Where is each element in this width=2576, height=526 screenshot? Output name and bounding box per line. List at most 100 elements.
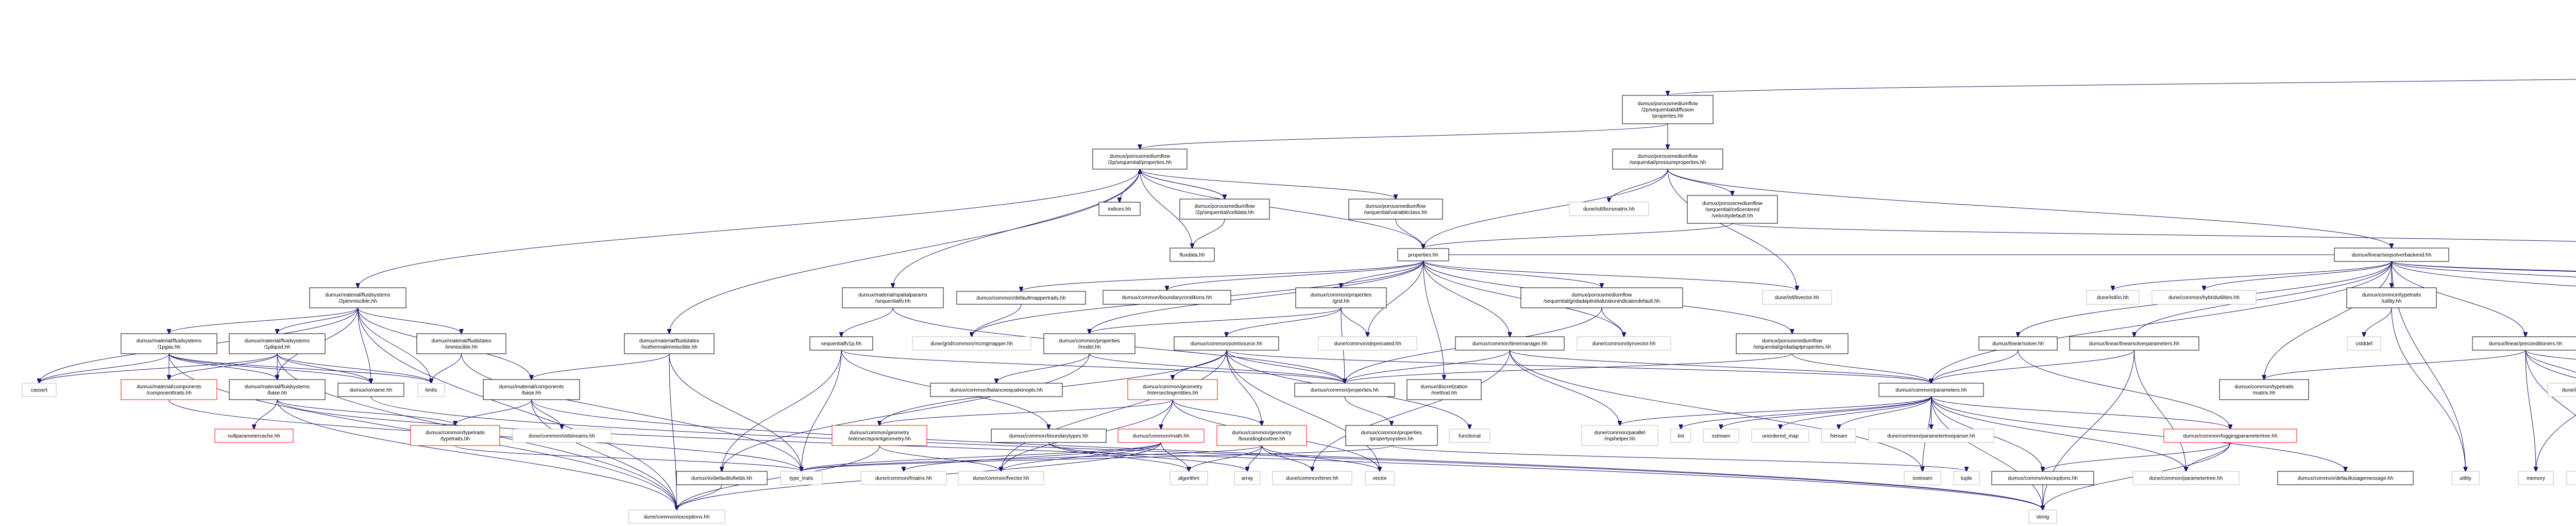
node-box[interactable] [2132,471,2240,485]
node-fsys_base[interactable]: dumux/material/fluidsystems/base.hh [229,379,326,400]
node-boundaryconditions[interactable]: dumux/common/boundaryconditions.hh [1103,290,1231,305]
node-string[interactable]: string [2028,509,2057,524]
node-seq2p_properties[interactable]: dumux/porousmediumflow/2p/sequential/pro… [1092,149,1188,170]
node-common_properties[interactable]: dumux/common/properties.hh [1294,383,1395,397]
node-box[interactable] [1577,336,1671,351]
node-box[interactable] [1670,429,1691,443]
node-float_cmp[interactable]: dune/common/float_cmp.hh [2566,471,2576,485]
node-prop_grid[interactable]: dumux/common/properties/grid.hh [1295,287,1387,308]
node-variableclass[interactable]: dumux/porousmediumflow/sequential/variab… [1348,199,1443,220]
node-memory[interactable]: memory [2518,471,2554,485]
node-boundarytypes[interactable]: dumux/common/boundarytypes.hh [991,429,1107,443]
node-fstream[interactable]: fstream [1821,429,1856,443]
node-defaultiofields[interactable]: dumux/io/defaultiofields.hh [676,471,768,485]
node-fmatrix[interactable]: dune/common/fmatrix.hh [860,471,947,485]
node-parametertree[interactable]: dune/common/parametertree.hh [2132,471,2240,485]
node-dune_exceptions[interactable]: dune/common/exceptions.hh [628,509,725,524]
node-fvector[interactable]: dune/common/fvector.hh [958,471,1044,485]
node-defaultmappertraits[interactable]: dumux/common/defaultmappertraits.hh [956,291,1086,305]
node-box[interactable] [1991,471,2094,485]
node-algorithm[interactable]: algorithm [1170,471,1208,485]
node-utility[interactable]: utility [2451,471,2480,485]
node-box[interactable] [1520,287,1683,308]
node-properties[interactable]: properties.hh [1397,248,1449,261]
node-box[interactable] [860,471,947,485]
node-array[interactable]: array [1234,471,1261,485]
node-box[interactable] [1098,202,1141,216]
node-box[interactable] [1043,333,1136,354]
node-box[interactable] [1406,379,1482,400]
node-box[interactable] [1868,429,1994,443]
node-box[interactable] [1687,195,1778,224]
node-iostream[interactable]: iostream [1904,471,1941,485]
node-balanceequationopts[interactable]: dumux/common/balanceequationopts.hh [930,383,1063,397]
node-box[interactable] [2346,287,2437,308]
node-box[interactable] [1294,383,1395,397]
node-tt_utility[interactable]: dumux/common/typetraits/utility.hh [2346,287,2437,308]
node-box[interactable] [1569,202,1649,216]
node-box[interactable] [2518,471,2554,485]
node-pointsource[interactable]: dumux/common/pointsource.hh [1174,336,1279,351]
node-io_name[interactable]: dumux/io/name.hh [337,383,404,397]
node-box[interactable] [1449,429,1490,443]
node-propertysystem[interactable]: dumux/common/properties/propertysystem.h… [1345,425,1438,446]
node-typetraits[interactable]: dumux/common/typetraits/typetraits.hh [410,425,500,446]
node-box[interactable] [1345,425,1438,446]
node-box[interactable] [2219,379,2309,400]
node-box[interactable] [1216,425,1307,446]
node-box[interactable] [1272,471,1352,485]
node-box[interactable] [956,291,1086,305]
node-box[interactable] [1170,248,1215,262]
node-parameters[interactable]: dumux/common/parameters.hh [1878,383,1984,397]
node-box[interactable] [417,383,445,397]
node-gridadaptproperties[interactable]: dumux/porousmediumflow/sequential/gridad… [1736,333,1849,354]
node-box[interactable] [676,471,768,485]
node-box[interactable] [121,333,217,354]
node-linear_preconditioners[interactable]: dumux/linear/preconditioners.hh [2472,336,2576,351]
node-solver[interactable]: dumux/linear/solver.hh [1978,336,2058,351]
node-box[interactable] [1103,290,1231,305]
node-box[interactable] [1117,429,1205,443]
node-box[interactable] [2334,248,2449,262]
node-box[interactable] [22,383,57,397]
node-linearsolverparameters[interactable]: dumux/linear/linearsolverparameters.hh [2069,336,2199,351]
node-box[interactable] [2566,471,2576,485]
node-intersectingentities[interactable]: dumux/common/geometry/intersectingentiti… [1127,379,1218,400]
node-box[interactable] [309,287,406,308]
node-indices[interactable]: indices.hh [1098,202,1141,216]
node-box[interactable] [416,333,506,354]
node-box[interactable] [1622,95,1714,124]
node-functional[interactable]: functional [1449,429,1490,443]
node-loggingparametertree[interactable]: dumux/common/loggingparametertree.hh [2163,429,2297,443]
node-vector[interactable]: vector [1365,471,1395,485]
node-box[interactable] [1762,290,1832,305]
node-box[interactable] [229,379,326,400]
node-hybridutilities[interactable]: dune/common/hybridutilities.hh [2151,290,2257,305]
node-cassert[interactable]: cassert [22,383,57,397]
node-bcrsmatrix[interactable]: dune/istl/bcrsmatrix.hh [1569,202,1649,216]
node-disc_method[interactable]: dumux/discretization/method.hh [1406,379,1482,400]
node-gridadaptinit[interactable]: dumux/porousmediumflow/sequential/gridad… [1520,287,1683,308]
node-mcmgmapper[interactable]: dune/grid/common/mcmgmapper.hh [912,336,1031,351]
node-box[interactable] [337,383,404,397]
node-box[interactable] [229,333,326,354]
node-box[interactable] [1703,429,1739,443]
node-componenttraits[interactable]: dumux/material/components/componenttrait… [121,379,217,400]
node-cstddef[interactable]: cstddef [2347,336,2381,351]
node-defaultusagemessage[interactable]: dumux/common/defaultusagemessage.hh [2277,471,2414,485]
node-box[interactable] [1365,471,1395,485]
node-parametertreeparser[interactable]: dune/common/parametertreeparser.hh [1868,429,1994,443]
node-twopimmiscible[interactable]: dumux/material/fluidsystems/2pimmiscible… [309,287,406,308]
node-box[interactable] [1234,471,1261,485]
node-box[interactable] [214,429,294,443]
node-dynvector[interactable]: dune/common/dynvector.hh [1577,336,1671,351]
node-celldata[interactable]: dumux/porousmediumflow/2p/sequential/cel… [1179,199,1270,220]
node-intersectspointgeometry[interactable]: dumux/common/geometry/intersectspointgeo… [832,425,927,446]
node-prop_model[interactable]: dumux/common/properties/model.hh [1043,333,1136,354]
node-timer[interactable]: dune/common/timer.hh [1272,471,1352,485]
node-sstream[interactable]: sstream [1703,429,1739,443]
node-comp_base[interactable]: dumux/material/components/base.hh [483,379,580,400]
node-fs_immiscible[interactable]: dumux/material/fluidstates/immiscible.hh [416,333,506,354]
node-box[interactable] [1174,336,1279,351]
node-box[interactable] [1581,425,1658,446]
